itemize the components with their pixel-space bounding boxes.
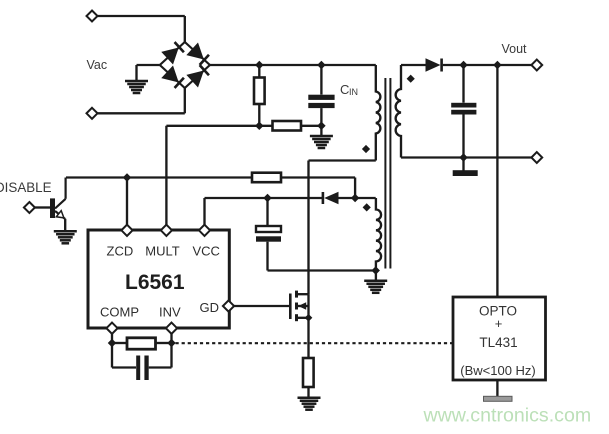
svg-text:MULT: MULT [145, 244, 179, 259]
svg-text:INV: INV [159, 305, 181, 320]
svg-text:IN: IN [349, 87, 358, 97]
svg-text:TL431: TL431 [479, 335, 517, 350]
svg-text:Vac: Vac [87, 58, 108, 72]
svg-text:Vout: Vout [502, 42, 528, 56]
svg-text:www.cntronics.com: www.cntronics.com [423, 405, 592, 427]
svg-text:DISABLE: DISABLE [0, 180, 52, 195]
svg-text:+: + [495, 316, 503, 331]
svg-text:C: C [340, 82, 349, 97]
svg-text:ZCD: ZCD [107, 244, 134, 259]
svg-text:COMP: COMP [100, 305, 139, 320]
svg-text:GD: GD [200, 300, 220, 315]
svg-text:OPTO: OPTO [479, 304, 517, 319]
svg-text:L6561: L6561 [125, 271, 185, 294]
svg-text:(Bw<100 Hz): (Bw<100 Hz) [460, 363, 536, 378]
svg-text:VCC: VCC [193, 244, 220, 259]
